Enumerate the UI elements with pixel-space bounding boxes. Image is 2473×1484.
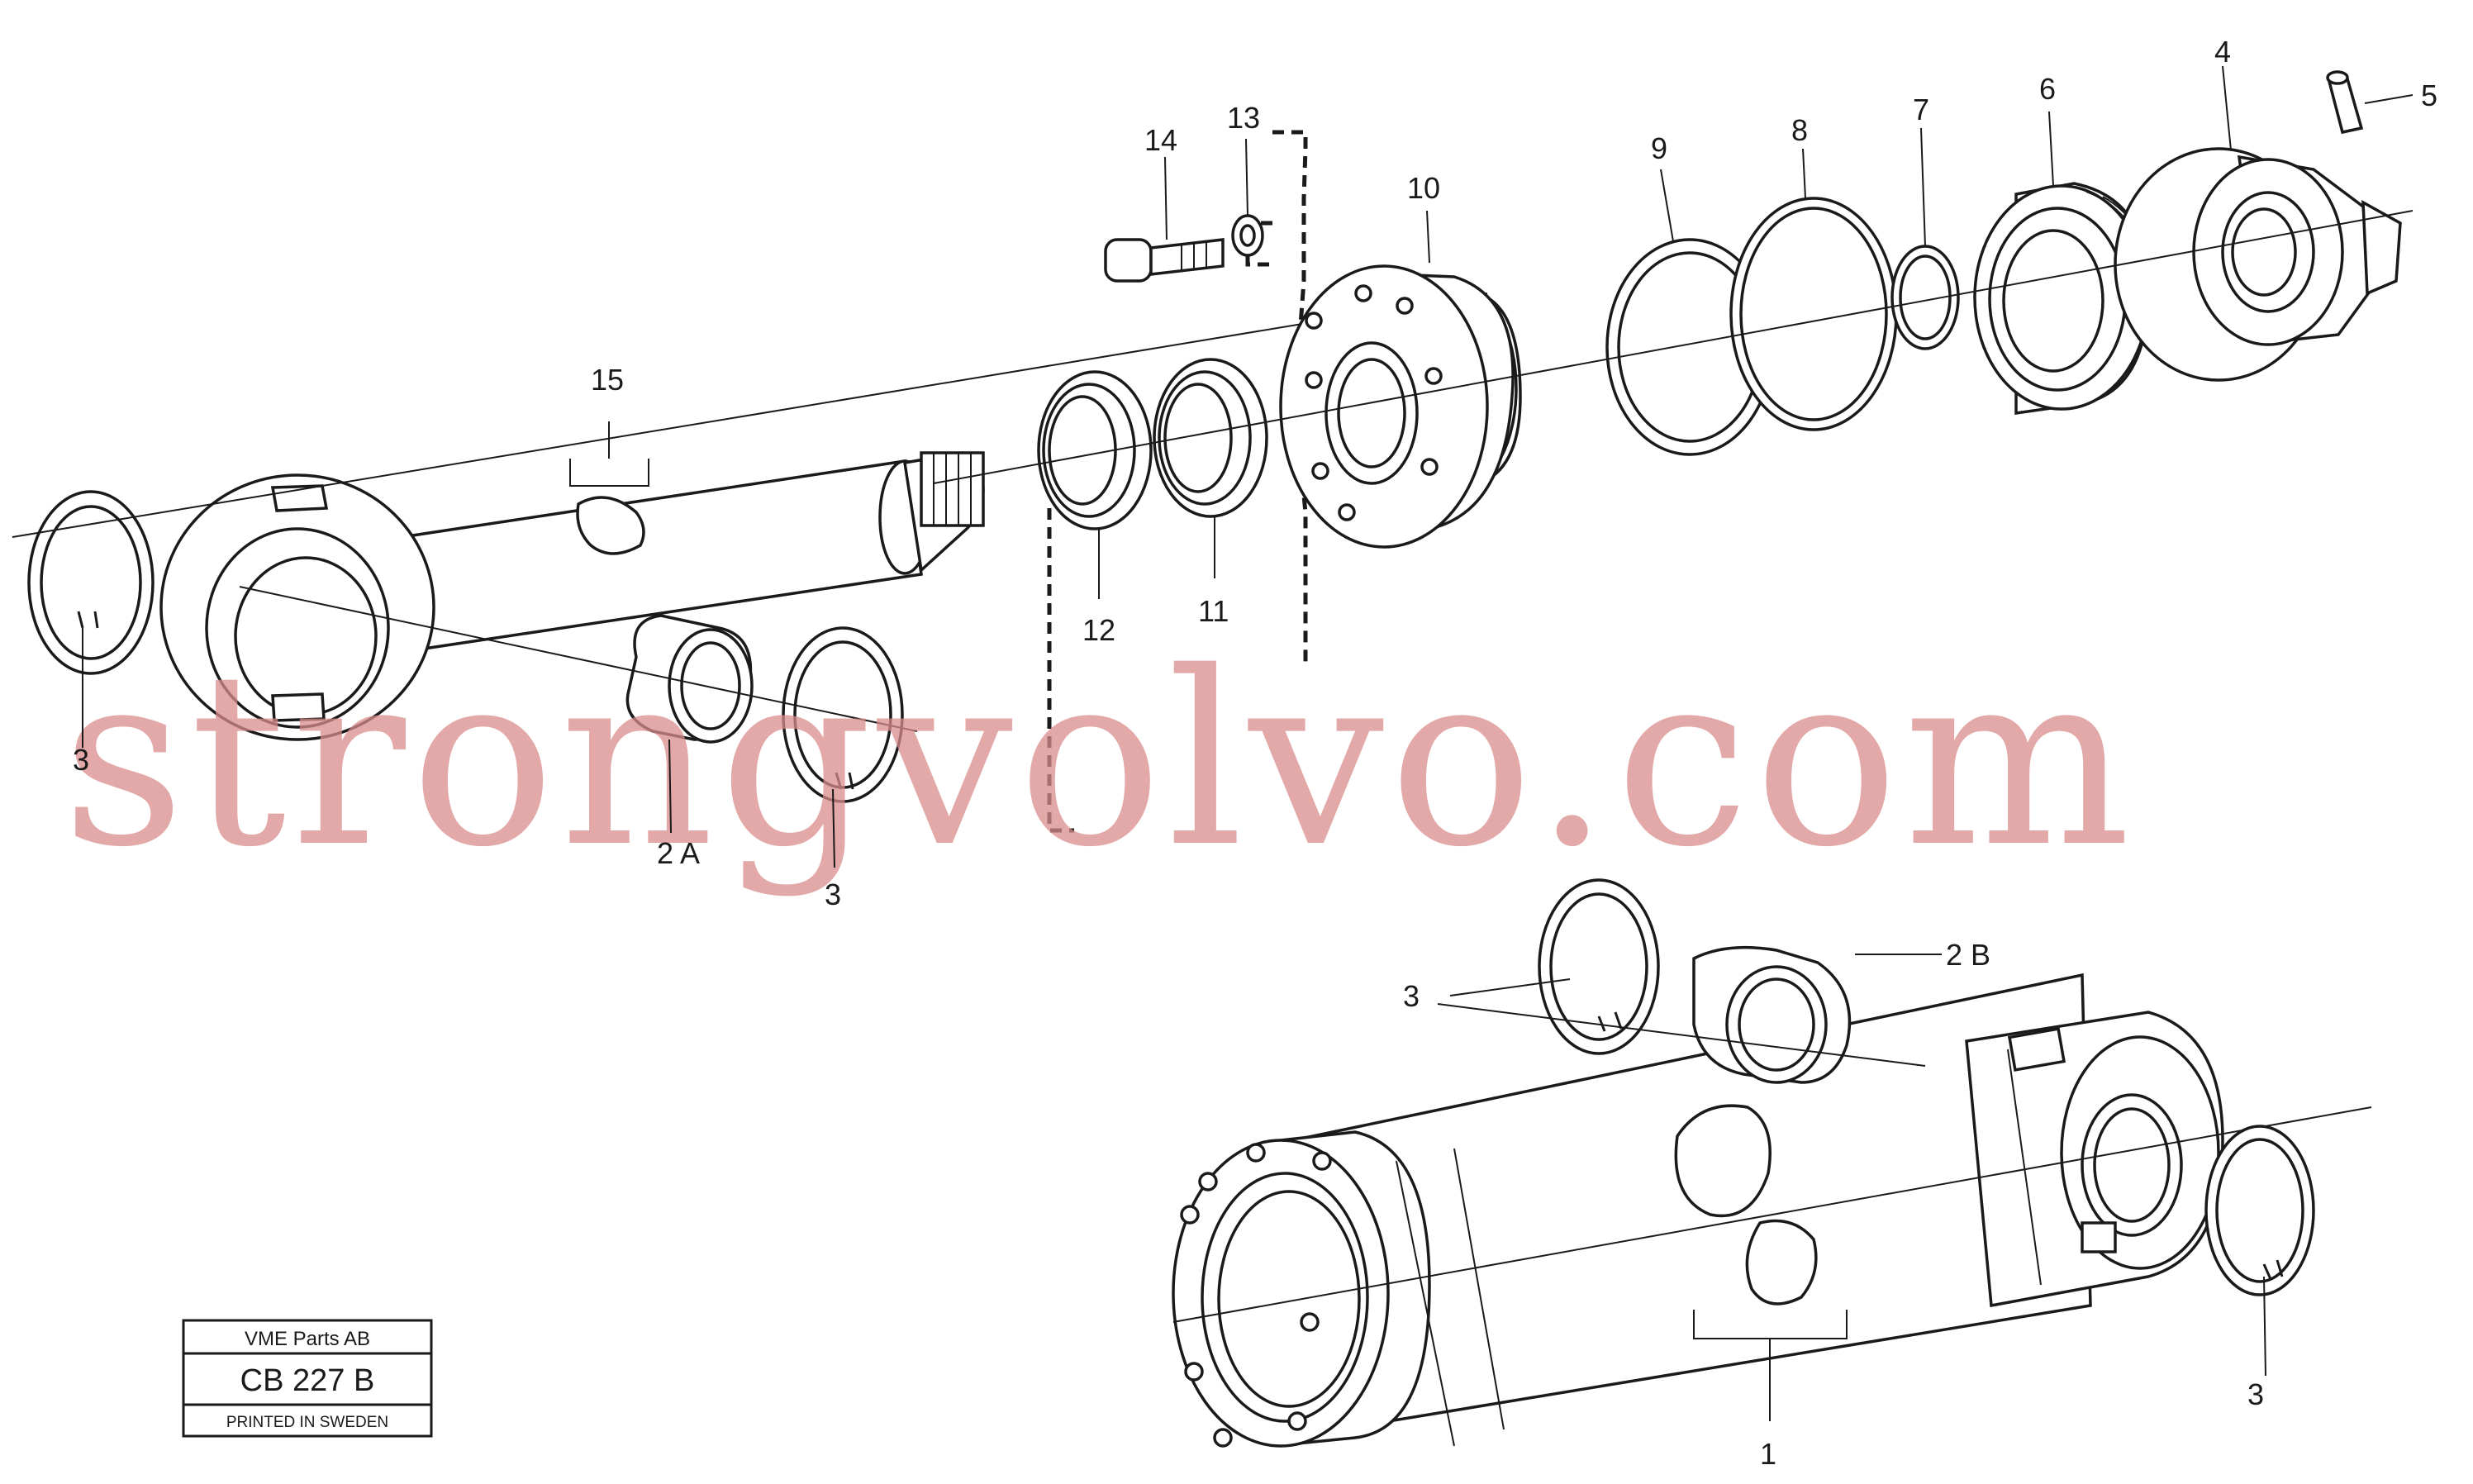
- part-10-cylinder-head: [1279, 264, 1522, 549]
- label-part-3-left: 3: [73, 743, 89, 777]
- label-part-12: 12: [1082, 613, 1115, 647]
- part-5-pin: [2326, 70, 2364, 135]
- axis-line-lower: [1172, 1106, 2372, 1323]
- label-part-8: 8: [1791, 113, 1808, 147]
- part-8-o-ring: [1729, 197, 1898, 431]
- label-part-13: 13: [1227, 101, 1260, 135]
- label-part-3-mid: 3: [825, 878, 841, 911]
- part-1-cylinder-tube: [1172, 973, 2224, 1448]
- stamp-company: VME Parts AB: [245, 1328, 370, 1350]
- part-3-lock-ring-lower-right: [2204, 1125, 2315, 1296]
- part-6-piston: [1973, 182, 2154, 416]
- axis-line-upper: [933, 210, 2414, 484]
- label-part-3-lower-right: 3: [2247, 1377, 2264, 1411]
- label-part-5: 5: [2421, 78, 2437, 112]
- part-3-lock-ring-lower-left: [1538, 878, 1660, 1055]
- part-2a-bushing: [625, 614, 754, 744]
- label-part-9: 9: [1651, 131, 1667, 165]
- part-3-lock-ring-left: [27, 490, 155, 675]
- stamp-code: CB 227 B: [240, 1363, 375, 1398]
- part-11-rod-seal: [1153, 358, 1268, 518]
- part-4-piston-nut: [2114, 147, 2402, 382]
- title-stamp: VME Parts AB CB 227 B PRINTED IN SWEDEN: [182, 1319, 433, 1438]
- part-14-screw: [1104, 238, 1225, 283]
- label-part-2b: 2 B: [1946, 938, 1990, 972]
- axis-line-2a: [239, 586, 918, 732]
- stamp-note: PRINTED IN SWEDEN: [226, 1414, 388, 1431]
- part-7-small-ring: [1890, 245, 1960, 350]
- label-part-1: 1: [1760, 1437, 1776, 1471]
- part-2b-bushing: [1692, 945, 1852, 1084]
- axis-line-2b: [1437, 1003, 1926, 1067]
- part-15-piston-rod: [12, 293, 1488, 741]
- label-part-11: 11: [1198, 594, 1229, 628]
- label-part-14: 14: [1144, 123, 1177, 157]
- label-part-10: 10: [1407, 171, 1440, 205]
- label-part-6: 6: [2039, 72, 2056, 106]
- leader-lines: [82, 65, 2414, 1421]
- part-13-washer: [1231, 214, 1264, 257]
- label-part-4: 4: [2214, 35, 2231, 69]
- label-part-7: 7: [1913, 93, 1929, 126]
- part-12-wiper-seal: [1037, 370, 1153, 530]
- label-part-2a: 2 A: [657, 836, 700, 870]
- label-part-3-lower-left: 3: [1403, 979, 1420, 1013]
- watermark-text: strongvolvo.com: [62, 621, 2136, 900]
- label-part-15: 15: [591, 363, 624, 397]
